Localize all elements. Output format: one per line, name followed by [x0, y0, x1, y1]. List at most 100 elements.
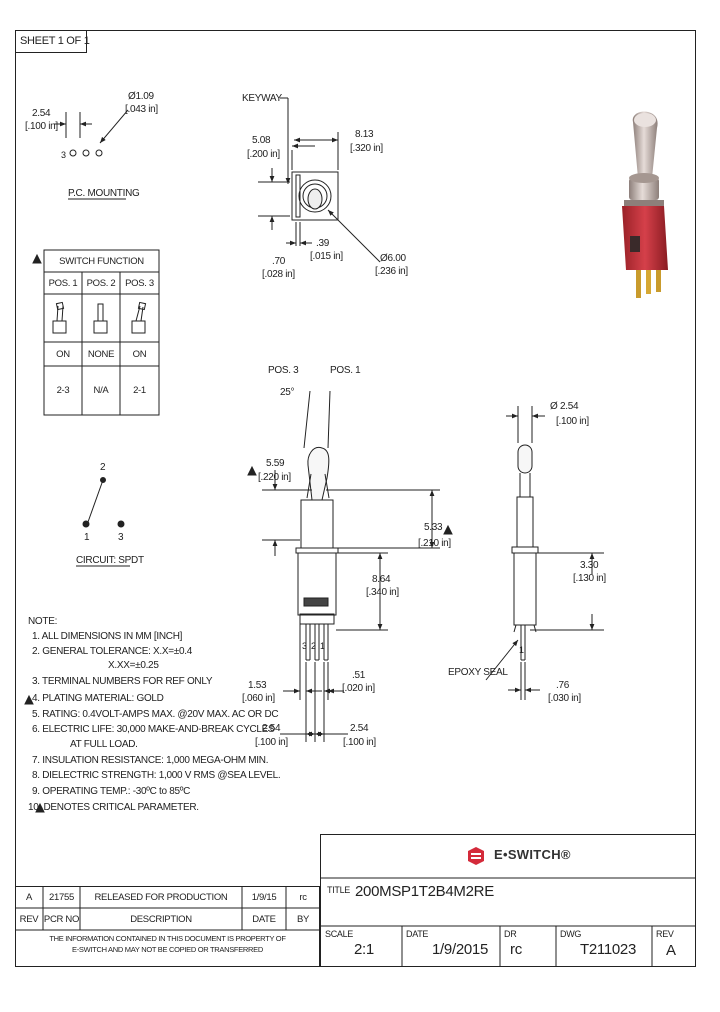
pos3-state: ON [132, 348, 147, 360]
dim-508-mm: 5.08 [252, 135, 271, 146]
rev-header-pcr: PCR NO [43, 913, 80, 925]
note-5: 5. RATING: 0.4VOLT-AMPS MAX. @20V MAX. A… [32, 709, 279, 720]
pos1-state: ON [56, 348, 70, 360]
date-label: DATE [406, 929, 429, 939]
eswitch-logo-mark [468, 847, 484, 865]
dim-254a-mm: 2.54 [262, 723, 281, 734]
note-4: 4. PLATING MATERIAL: GOLD [32, 693, 164, 704]
dim-153-mm: 1.53 [248, 680, 267, 691]
pos3-header: POS. 3 [125, 277, 154, 289]
scale-value: 2:1 [354, 941, 374, 958]
pos1-header: POS. 1 [48, 277, 78, 289]
pos2-state: NONE [87, 348, 115, 360]
note-2: 2. GENERAL TOLERANCE: X.X=±0.4 [32, 646, 192, 657]
dim-51-in: [.020 in] [342, 683, 375, 694]
note-7: 7. INSULATION RESISTANCE: 1,000 MEGA-OHM… [32, 755, 269, 766]
pos3-terminals: 2-1 [133, 385, 146, 396]
dim-51-mm: .51 [352, 670, 366, 681]
front-pin-3: 3 [302, 641, 307, 651]
dim-39-mm: .39 [316, 238, 330, 249]
pc-pin-3: 3 [61, 150, 66, 160]
circuit-node-2: 2 [100, 462, 106, 473]
note-9: 9. OPERATING TEMP.: -30ºC to 85ºC [32, 786, 191, 797]
rev-row-description: RELEASED FOR PRODUCTION [94, 891, 228, 903]
rev-header-date: DATE [252, 913, 276, 925]
dim-533-mm: 5.33 [424, 522, 443, 533]
dim-70-in: [.028 in] [262, 269, 295, 280]
sheet-box [15, 30, 87, 53]
switch-3d-render [622, 111, 668, 298]
pc-mounting-title: P.C. MOUNTING [68, 188, 140, 199]
dim-508-in: [.200 in] [247, 149, 280, 160]
rev-header-by: BY [296, 913, 310, 925]
pc-hole-mm: Ø1.09 [128, 91, 154, 102]
dim-254b-in: [.100 in] [343, 737, 376, 748]
rev-label: REV [656, 929, 674, 939]
dim-813-in: [.320 in] [350, 143, 383, 154]
dim-70-mm: .70 [272, 256, 286, 267]
disclaimer-line-2: E-SWITCH AND MAY NOT BE COPIED OR TRANSF… [72, 944, 263, 954]
dim-533-in: [.210 in] [418, 538, 451, 549]
side-dia-in: [.100 in] [556, 416, 589, 427]
pos1-terminals: 2-3 [56, 385, 70, 396]
dwg-label: DWG [560, 929, 582, 939]
pos2-terminals: N/A [93, 385, 109, 396]
dim-559-in: [.220 in] [258, 472, 291, 483]
front-pin-2: 2 [311, 641, 316, 651]
note-8: 8. DIELECTRIC STRENGTH: 1,000 V RMS @SEA… [32, 770, 281, 781]
circuit-node-3: 3 [118, 532, 124, 543]
dim-600-mm: Ø6.00 [380, 253, 406, 264]
dim-330-mm: 3.30 [580, 560, 599, 571]
disclaimer-line-1: THE INFORMATION CONTAINED IN THIS DOCUME… [49, 933, 286, 943]
dim-153-in: [.060 in] [242, 693, 275, 704]
sheet-label: SHEET 1 OF 1 [20, 35, 90, 47]
dim-330-in: [.130 in] [573, 573, 606, 584]
pos2-header: POS. 2 [86, 277, 116, 289]
dim-254b-mm: 2.54 [350, 723, 369, 734]
scale-label: SCALE [325, 929, 354, 939]
note-2b: X.XX=±0.25 [108, 660, 159, 671]
dim-39-in: [.015 in] [310, 251, 343, 262]
epoxy-seal-label: EPOXY SEAL [448, 667, 508, 678]
note-6: 6. ELECTRIC LIFE: 30,000 MAKE-AND-BREAK … [32, 724, 275, 735]
pc-pitch-mm: 2.54 [32, 108, 51, 119]
part-number: 200MSP1T2B4M2RE [355, 883, 494, 900]
dim-76-mm: .76 [556, 680, 570, 691]
dim-813-mm: 8.13 [355, 129, 374, 140]
rev-row-pcr: 21755 [49, 891, 74, 903]
dim-864-in: [.340 in] [366, 587, 399, 598]
front-pin-1: 1 [320, 641, 325, 651]
dim-864-mm: 8.64 [372, 574, 391, 585]
angle-label: 25° [280, 387, 295, 398]
rev-row-rev: A [25, 891, 33, 903]
keyway-label: KEYWAY [242, 93, 282, 104]
pos1-label: POS. 1 [330, 365, 361, 376]
rev-header-description: DESCRIPTION [130, 913, 192, 925]
note-1: 1. ALL DIMENSIONS IN MM [INCH] [32, 631, 183, 642]
dim-559-mm: 5.59 [266, 458, 285, 469]
note-3: 3. TERMINAL NUMBERS FOR REF ONLY [32, 676, 213, 687]
pc-hole-in: [.043 in] [125, 104, 158, 115]
circuit-label: CIRCUIT: SPDT [76, 555, 144, 566]
side-dia-mm: Ø 2.54 [550, 401, 579, 412]
side-pin-1: 1 [519, 645, 524, 655]
pos3-label: POS. 3 [268, 365, 299, 376]
dr-value: rc [510, 941, 522, 958]
date-value: 1/9/2015 [432, 941, 488, 958]
note-10: 10. DENOTES CRITICAL PARAMETER. [28, 802, 199, 813]
note-6b: AT FULL LOAD. [70, 739, 138, 750]
drawing-border [15, 30, 696, 967]
rev-row-date: 1/9/15 [251, 891, 277, 903]
rev-row-by: rc [299, 891, 307, 903]
switch-function-title: SWITCH FUNCTION [59, 255, 144, 267]
dr-label: DR [504, 929, 517, 939]
rev-value: A [666, 942, 676, 959]
circuit-node-1: 1 [84, 532, 90, 543]
brand-name: E•SWITCH® [494, 847, 571, 862]
dim-254a-in: [.100 in] [255, 737, 288, 748]
pc-pitch-in: [.100 in] [25, 121, 58, 132]
rev-header-rev: REV [19, 913, 39, 925]
title-label: TITLE [327, 885, 351, 895]
notes-title: NOTE: [28, 616, 58, 627]
